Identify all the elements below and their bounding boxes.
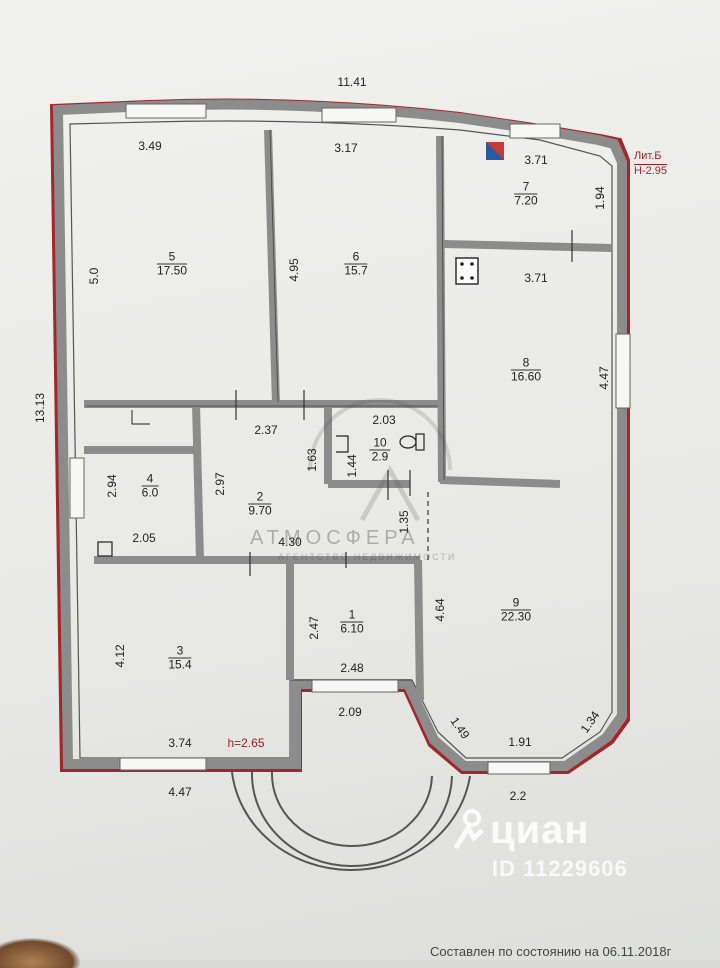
room-2-width: 2.37: [254, 423, 278, 437]
room-4-number: 4: [141, 472, 159, 487]
bottom-left-label: 4.47: [168, 785, 192, 799]
room-1-width: 2.48: [340, 661, 364, 675]
hook-icon: [131, 410, 150, 425]
room-7-depth: 1.94: [593, 186, 607, 210]
room-10-number: 10: [369, 436, 391, 451]
lit-marker: Лит.Б Н-2.95: [634, 150, 668, 178]
room-8-width: 3.71: [524, 271, 548, 285]
room-3-width: 3.74: [168, 736, 192, 750]
room-6-number: 6: [344, 250, 368, 265]
room-4-label: 4 6.0: [141, 472, 159, 500]
room-3-area: 15.4: [168, 657, 192, 672]
room-6-area: 15.7: [344, 263, 368, 278]
room-5-label: 5 17.50: [156, 250, 188, 278]
vent-icon: [97, 541, 113, 557]
footer-text: Составлен по состоянию на 06.11.2018г: [430, 944, 672, 959]
room-9-bay-mid: 1.91: [508, 735, 532, 749]
room-5-area: 17.50: [156, 263, 188, 278]
room-1-depth: 2.47: [307, 616, 321, 640]
room-9-area: 22.30: [500, 609, 532, 624]
room-6-width: 3.17: [334, 141, 358, 155]
room-6-depth: 4.95: [287, 258, 301, 282]
door-marks: [235, 230, 573, 576]
room-8-depth: 4.47: [597, 366, 611, 390]
room-4-width: 2.05: [132, 531, 156, 545]
room-5-depth: 5.0: [87, 267, 101, 285]
room-3-height-note: h=2.65: [227, 736, 265, 750]
finger-photo: [0, 938, 80, 968]
width-top-label: 11.41: [337, 75, 367, 89]
windows: [69, 103, 631, 775]
cian-logo-icon: [453, 809, 484, 850]
boiler-icon: [486, 142, 504, 160]
room-9-label: 9 22.30: [500, 596, 532, 624]
room-2-bottom: 4.30: [278, 535, 302, 549]
room-7-width: 3.71: [524, 153, 548, 167]
room-2-number: 2: [248, 490, 272, 505]
lit-label: Лит.Б: [634, 150, 668, 165]
watermark-logo: [308, 398, 452, 471]
room-6-label: 6 15.7: [344, 250, 368, 278]
room-1-number: 1: [340, 608, 364, 623]
room-7-label: 7 7.20: [514, 180, 538, 208]
wall-band: [52, 99, 627, 771]
lit-height: Н-2.95: [634, 165, 668, 177]
room-2-label: 2 9.70: [248, 490, 272, 518]
room-3-depth: 4.12: [113, 644, 127, 668]
room-5-number: 5: [156, 250, 188, 265]
room-2-area: 9.70: [248, 503, 272, 518]
stove-icon: [455, 257, 479, 285]
room-3-number: 3: [168, 644, 192, 659]
room-8-label: 8 16.60: [510, 356, 542, 384]
toilet-icon: [399, 433, 425, 451]
room-4-depth: 2.94: [105, 474, 119, 498]
height-left-label: 13.13: [33, 392, 47, 424]
room-9-depth: 4.64: [433, 598, 447, 622]
sink-icon: [336, 435, 349, 453]
watermark-sub: АГЕНТСТВО НЕДВИЖИМОСТИ: [278, 552, 457, 562]
room-1-door: 2.09: [338, 705, 362, 719]
room-7-number: 7: [514, 180, 538, 195]
room-1-area: 6.10: [340, 621, 364, 636]
room-10-label: 10 2.9: [369, 436, 391, 464]
room-3-label: 3 15.4: [168, 644, 192, 672]
room-10-depth: 1.44: [345, 454, 359, 478]
porch-steps: [231, 771, 471, 871]
cian-id: ID 11229606: [492, 856, 628, 881]
room-2-extra: 1.63: [305, 448, 319, 472]
room-2-depth: 2.97: [213, 472, 227, 496]
room-10-width: 2.03: [372, 413, 396, 427]
interior-walls: [84, 129, 613, 701]
room-9-number: 9: [500, 596, 532, 611]
inner-wall-line: [69, 120, 613, 759]
cian-brand: циан: [490, 808, 590, 852]
room-5-width: 3.49: [138, 139, 162, 153]
room-10-area: 2.9: [371, 449, 389, 464]
room-8-number: 8: [510, 356, 542, 371]
room-8-area: 16.60: [510, 369, 542, 384]
watermark-brand: АТМОСФЕРА: [250, 527, 420, 549]
room-1-label: 1 6.10: [340, 608, 364, 636]
room-4-area: 6.0: [141, 485, 159, 500]
bottom-right-label: 2.2: [509, 789, 527, 803]
room-7-area: 7.20: [514, 193, 538, 208]
